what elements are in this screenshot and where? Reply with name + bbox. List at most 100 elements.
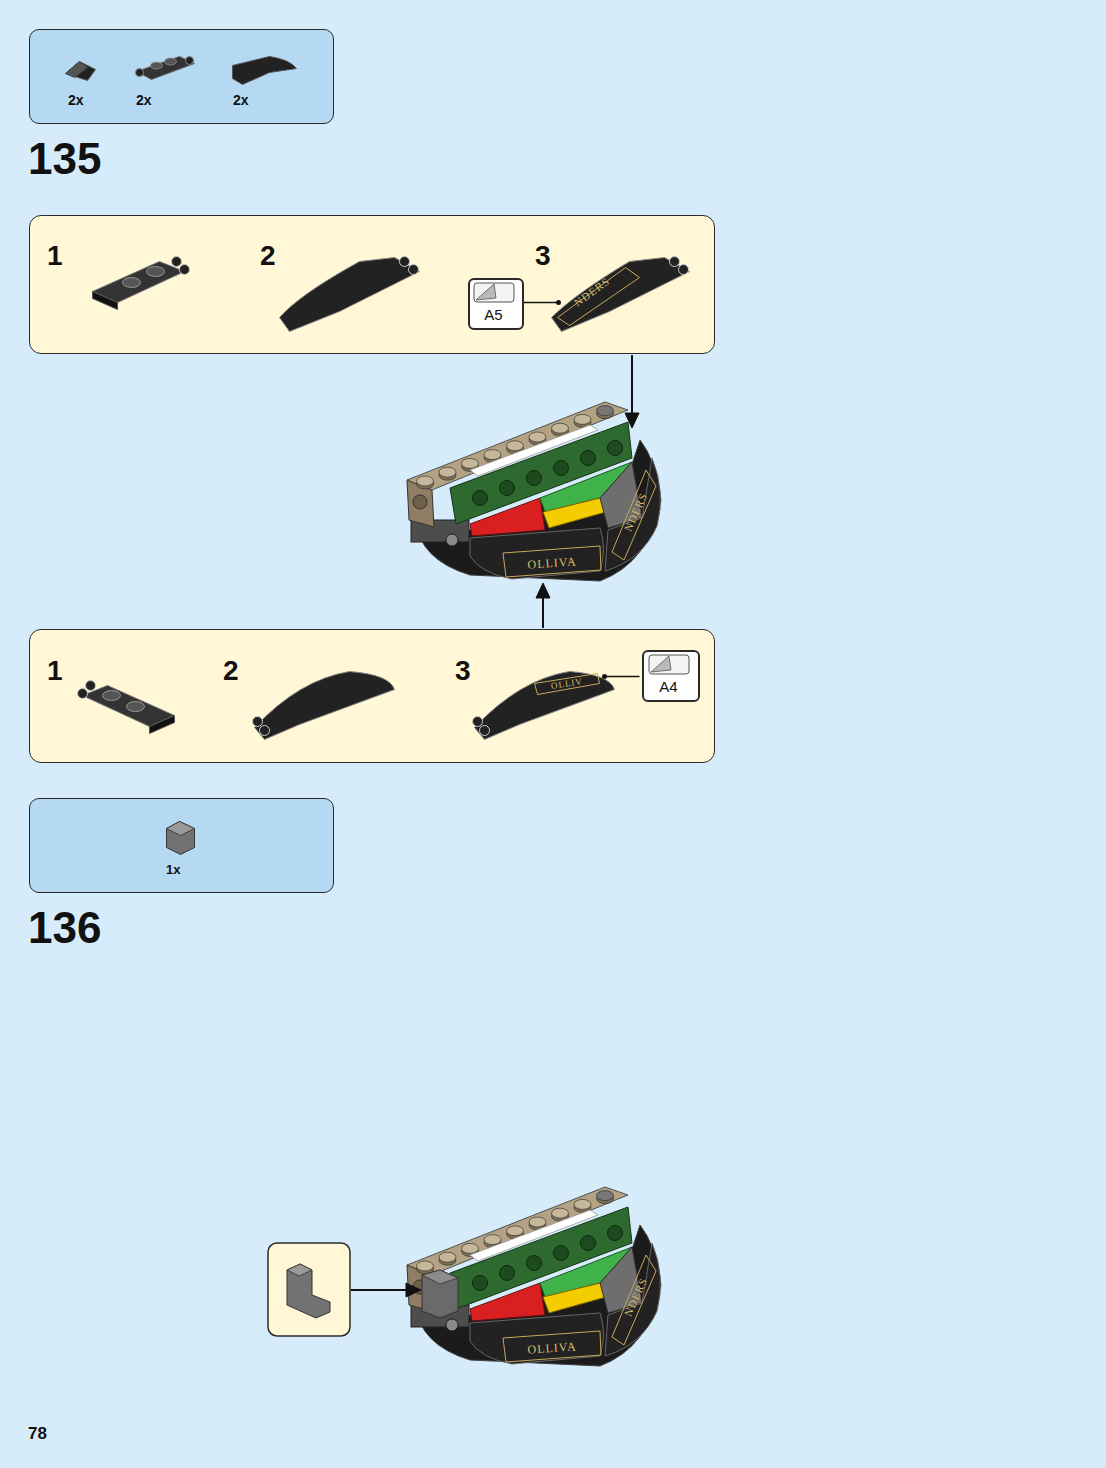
stud [439,1252,456,1262]
substep-box: 123A5 [29,215,715,354]
parts-list-box: 2x2x2x [29,29,334,124]
technic-hole [554,461,569,476]
sticker-border [535,674,600,695]
substep-number: 1 [47,242,63,270]
sticker-leader [522,302,558,304]
technic-hole [608,1226,623,1241]
stud [529,1217,546,1227]
part-drawings [167,822,195,855]
stud [484,1235,501,1245]
part-illustration [470,280,522,332]
stud [147,267,165,277]
stud [507,441,524,451]
part-illustration [30,799,335,894]
stud [417,476,434,486]
axle-hole [413,495,427,509]
stud [462,1243,479,1253]
technic-hole [473,1276,488,1291]
yellow-wedge [543,498,606,528]
hinge-clip [400,257,410,267]
stud [151,62,163,69]
hinge-clip [172,257,182,267]
grey-seat [422,1270,458,1318]
part-illustration [30,216,716,355]
substep-box: 123A4 [29,629,715,763]
plate-side [150,716,175,734]
arrow-head [625,413,639,428]
part-count: 1x [166,863,180,876]
grey-seat [287,1264,330,1318]
hinge-clip [679,265,689,275]
curved-slope-part [233,57,297,85]
stud [552,423,569,433]
curved-slope [605,1243,661,1356]
step-number: 136 [28,906,101,950]
sticker-text: OLLIVA [527,1340,577,1355]
sticker-border [612,470,656,560]
model-step-136 [407,1187,661,1366]
sticker-curl [651,656,671,672]
stud [484,450,501,460]
part-drawings [78,672,640,740]
hinge-clip [78,689,88,699]
assembly-arrow [631,355,633,414]
stud [103,691,121,701]
technic-hole [608,441,623,456]
parts-list-box: 1x [29,798,334,893]
red-wedge [470,498,545,536]
yellow-wedge [543,1283,606,1313]
grey-seat-top [422,1270,458,1284]
stud [597,1191,614,1201]
model-step-135 [407,402,661,581]
substep-number: 3 [535,242,551,270]
grey-seat-top [167,822,195,836]
tan-brick-side [407,480,434,527]
technic-hole [500,481,515,496]
stud [597,406,614,416]
part-count: 2x [68,93,84,107]
part-illustration [644,652,698,704]
part-count: 2x [136,93,152,107]
page-number: 78 [28,1425,47,1442]
part-drawings [66,57,297,85]
part-illustration [30,30,335,125]
wedge-top [66,62,88,78]
plate-side [93,292,118,310]
stud [417,1261,434,1271]
sticker-id: A4 [644,679,694,694]
stud [462,458,479,468]
stud [123,278,141,288]
sticker-border [558,268,640,326]
leader-dot [602,674,607,679]
hinge-clip [446,534,458,546]
stud [165,58,177,65]
hinge-clip [260,726,270,736]
sticker-text: OLLIVA [527,555,577,570]
stud [127,702,145,712]
hinge-clip [86,681,96,691]
hinge-clip [670,257,680,267]
wedge-part [66,62,96,81]
technic-hole [527,1256,542,1271]
callout-box [268,1243,350,1336]
substep-number: 2 [223,657,239,685]
step-number: 135 [28,137,101,181]
red-wedge [470,1283,545,1321]
part-illustration [30,630,716,764]
grey-seat-part [167,822,195,855]
sticker-leader [606,676,640,678]
technic-hole [581,1236,596,1251]
substep-number: 1 [47,657,63,685]
hinge-clip [180,265,190,275]
assembly-arrow [351,1289,407,1291]
sticker-border [503,546,601,577]
part-drawings [649,655,689,674]
hinge-clip [136,69,144,77]
sticker-border [612,1255,656,1345]
sticker-icon [474,283,514,302]
arrow-head [406,1283,421,1297]
sticker-id: A5 [470,307,518,322]
stud [574,414,591,424]
stud [439,467,456,477]
